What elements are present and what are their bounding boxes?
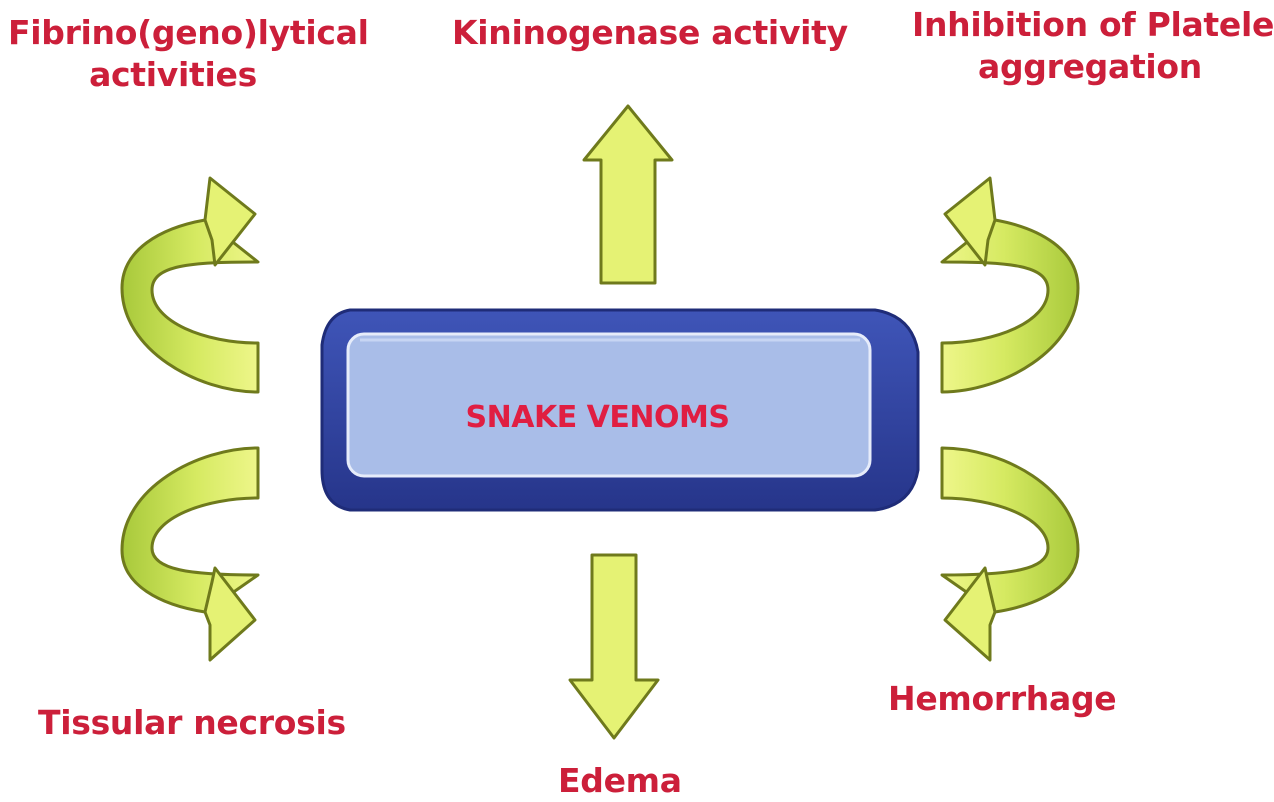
center-label: SNAKE VENOMS (465, 400, 730, 435)
label-platelet-inhibition-line1: Inhibition of Platelet (912, 5, 1274, 44)
curved-arrow-bottom-right (940, 446, 1080, 662)
arrow-up (582, 104, 674, 285)
label-tissular-necrosis: Tissular necrosis (38, 703, 346, 742)
label-edema: Edema (558, 761, 682, 800)
center-box (320, 308, 920, 512)
curved-arrow-top-left (120, 176, 260, 394)
label-fibrinogenolytic: Fibrino(geno)lytical activities (8, 12, 369, 96)
arrow-down (568, 553, 660, 740)
label-platelet-inhibition-line2: aggregation (977, 47, 1202, 86)
center-box-face (346, 332, 872, 478)
label-kininogenase: Kininogenase activity (452, 13, 848, 52)
label-fibrinogenolytic-line2: activities (89, 55, 257, 94)
curved-arrow-top-right (940, 176, 1080, 394)
label-fibrinogenolytic-line1: Fibrino(geno)lytical (8, 13, 369, 52)
curved-arrow-bottom-left (120, 446, 260, 662)
label-hemorrhage: Hemorrhage (888, 679, 1117, 718)
label-platelet-inhibition: Inhibition of Platelet aggregation (912, 4, 1274, 88)
